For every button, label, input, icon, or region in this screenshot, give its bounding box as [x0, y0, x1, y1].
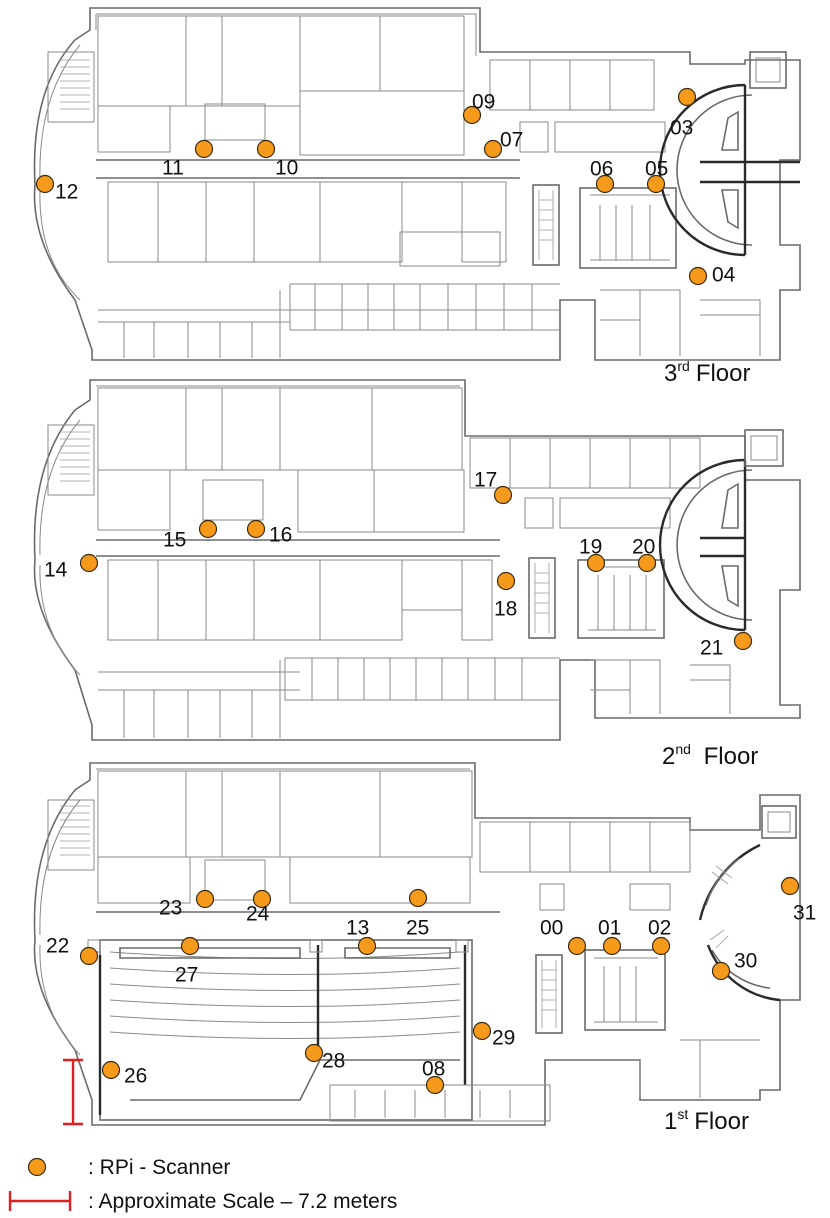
scanner-label-03: 03: [670, 117, 693, 140]
scanner-marker-26: [101, 1060, 121, 1080]
scanner-marker-22: [79, 946, 99, 966]
scanner-label-05: 05: [645, 158, 668, 181]
scanner-marker-30: [711, 961, 731, 981]
floor-label-2nd: 2nd Floor: [662, 741, 758, 770]
legend-scanner-marker: [27, 1157, 47, 1177]
scanner-marker-03: [677, 87, 697, 107]
legend: : RPi - Scanner : Approximate Scale – 7.…: [8, 1156, 397, 1213]
scanner-label-20: 20: [632, 536, 655, 559]
scanner-label-31: 31: [793, 902, 816, 925]
scanner-label-25: 25: [406, 917, 429, 940]
floor-plan-3rd: [33, 7, 801, 361]
legend-scanner-label: : RPi - Scanner: [88, 1156, 230, 1179]
scanner-marker-25: [408, 888, 428, 908]
scanner-marker-14: [79, 553, 99, 573]
scanner-label-02: 02: [648, 917, 671, 940]
scanner-label-21: 21: [700, 637, 723, 660]
scanner-marker-31: [780, 876, 800, 896]
scanner-marker-07: [483, 139, 503, 159]
scanner-marker-19: [586, 553, 606, 573]
scanner-label-14: 14: [44, 559, 68, 582]
scanner-marker-01: [602, 936, 622, 956]
scanner-marker-10: [256, 139, 276, 159]
scanner-label-18: 18: [494, 598, 517, 621]
scanner-marker-00: [567, 936, 587, 956]
scanner-marker-04: [688, 266, 708, 286]
legend-scale-marker: [8, 1191, 72, 1211]
scanner-marker-05: [646, 174, 666, 194]
scanner-label-04: 04: [712, 264, 736, 287]
scanner-label-28: 28: [322, 1050, 345, 1073]
scanner-label-12: 12: [55, 181, 78, 204]
scanner-marker-15: [198, 519, 218, 539]
scanner-label-24: 24: [246, 903, 270, 926]
scanner-marker-08: [425, 1075, 445, 1095]
scanner-marker-18: [496, 571, 516, 591]
scanner-label-23: 23: [159, 897, 182, 920]
scanner-label-00: 00: [540, 917, 563, 940]
legend-scale-label: : Approximate Scale – 7.2 meters: [88, 1190, 397, 1213]
scanner-marker-29: [472, 1021, 492, 1041]
scanner-marker-12: [35, 174, 55, 194]
scanner-label-15: 15: [163, 529, 186, 552]
scanner-label-11: 11: [162, 157, 184, 180]
scanner-marker-20: [637, 553, 657, 573]
scanner-marker-27: [180, 936, 200, 956]
scanner-label-27: 27: [175, 964, 198, 987]
scanner-label-17: 17: [474, 469, 497, 492]
scanner-marker-06: [595, 174, 615, 194]
scanner-marker-28: [304, 1043, 324, 1063]
scanner-label-22: 22: [46, 935, 69, 958]
scanner-label-16: 16: [269, 524, 292, 547]
scanner-marker-02: [651, 936, 671, 956]
scanner-marker-21: [733, 631, 753, 651]
scanner-marker-16: [246, 519, 266, 539]
scanner-label-30: 30: [734, 950, 757, 973]
scanner-marker-17: [493, 485, 513, 505]
scanner-label-10: 10: [275, 157, 298, 180]
scanner-marker-23: [195, 889, 215, 909]
scanner-marker-24: [252, 889, 272, 909]
scanner-label-19: 19: [579, 536, 602, 559]
scanner-label-08: 08: [422, 1058, 445, 1081]
scanner-marker-11: [194, 139, 214, 159]
scanner-label-07: 07: [500, 129, 523, 152]
scanner-label-26: 26: [124, 1065, 147, 1088]
scanner-marker-13: [357, 936, 377, 956]
scanner-label-06: 06: [590, 158, 613, 181]
scanner-label-01: 01: [598, 917, 621, 940]
scanner-label-13: 13: [346, 917, 369, 940]
floor-plan-1st: [33, 762, 801, 1126]
floor-plan-2nd: [33, 379, 801, 741]
scanner-label-29: 29: [492, 1027, 515, 1050]
plan-scale-bar: [63, 1058, 83, 1126]
scanner-label-09: 09: [472, 91, 495, 114]
scanner-marker-09: [462, 105, 482, 125]
